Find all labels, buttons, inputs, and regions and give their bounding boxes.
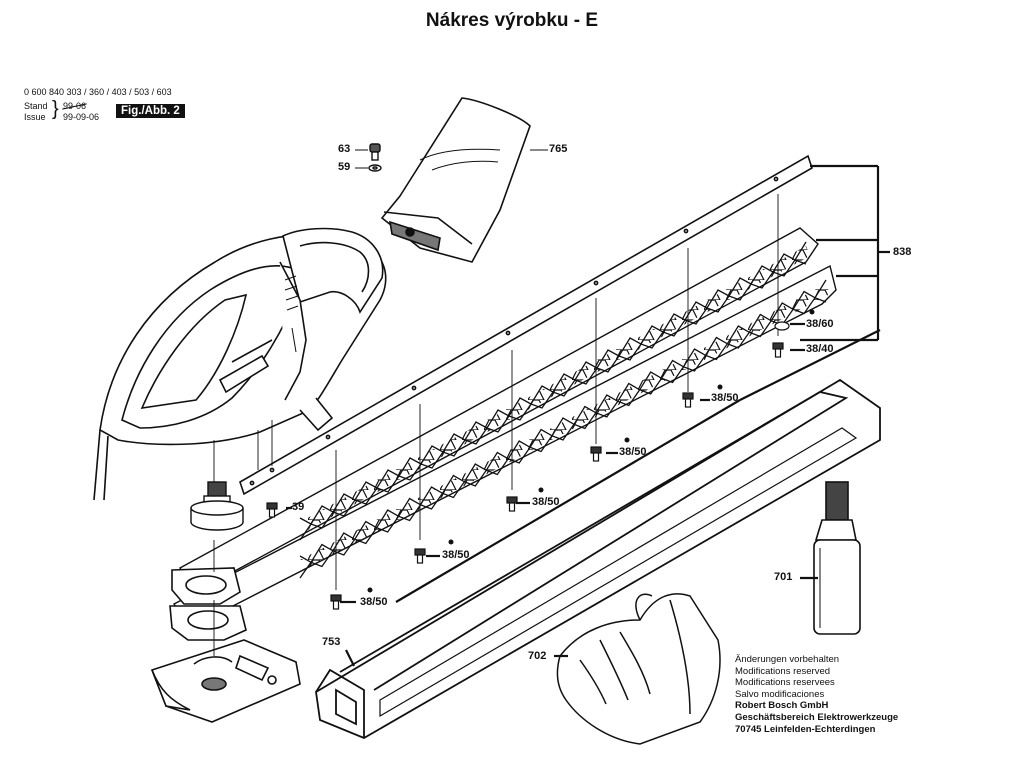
screw-icon xyxy=(332,600,340,610)
stand-label: Stand xyxy=(24,101,48,111)
stand-value: 99-06 xyxy=(63,101,87,111)
note-line: Modifications reservees xyxy=(735,677,835,689)
screw-head xyxy=(590,446,602,454)
callout-63: 63 xyxy=(338,143,351,155)
callout-701: 701 xyxy=(774,571,793,583)
base-plate-icon xyxy=(169,567,247,641)
gear-housing-icon xyxy=(150,639,301,723)
manufacturer-notes: Änderungen vorbehalten Modifications res… xyxy=(735,654,898,735)
screw-head xyxy=(330,594,342,602)
oil-bottle-icon xyxy=(813,481,861,635)
note-line: Salvo modificaciones xyxy=(735,688,825,700)
callout-38-50-d: 38/50 xyxy=(442,549,470,561)
callout-39: 39 xyxy=(292,501,305,513)
callout-838: 838 xyxy=(893,246,912,258)
scabbard-icon xyxy=(315,378,881,740)
callout-59: 59 xyxy=(338,161,351,173)
issue-label: Issue xyxy=(24,112,46,122)
screw-icon xyxy=(684,398,692,408)
company-address: 70745 Leinfelden-Echterdingen xyxy=(735,723,876,735)
part-numbers: 0 600 840 303 / 360 / 403 / 503 / 603 xyxy=(24,87,172,97)
callout-38-40: 38/40 xyxy=(806,343,834,355)
callout-38-50-b: 38/50 xyxy=(619,446,647,458)
screw-icon xyxy=(268,508,276,518)
washer-icon xyxy=(774,321,790,331)
washer-icon xyxy=(368,164,382,172)
company-name: Robert Bosch GmbH xyxy=(735,700,829,712)
company-division: Geschäftsbereich Elektrowerkzeuge xyxy=(735,711,899,723)
screw-head xyxy=(772,342,784,350)
screw-icon xyxy=(508,502,516,512)
callout-38-50-a: 38/50 xyxy=(711,392,739,404)
brace-icon: } xyxy=(52,98,59,120)
screw-icon xyxy=(592,452,600,462)
note-line: Änderungen vorbehalten xyxy=(735,654,840,665)
callout-38-50-e: 38/50 xyxy=(360,596,388,608)
hedge-trimmer-body-icon xyxy=(93,227,387,501)
screw-icon xyxy=(369,143,381,161)
gear-icon xyxy=(190,481,244,531)
callout-702: 702 xyxy=(528,650,547,662)
screw-icon xyxy=(416,554,424,564)
blade-guard-icon xyxy=(380,97,531,263)
screw-head xyxy=(506,496,518,504)
gloves-icon xyxy=(556,593,721,745)
screw-head xyxy=(414,548,426,556)
blade-bar-icon xyxy=(239,154,813,496)
figure-label: Fig./Abb. 2 xyxy=(116,104,185,118)
callout-765: 765 xyxy=(549,143,568,155)
note-line: Modifications reserved xyxy=(735,665,831,677)
callout-753: 753 xyxy=(322,636,341,648)
callout-38-60: 38/60 xyxy=(806,318,834,330)
screw-icon xyxy=(774,348,782,358)
screw-head xyxy=(682,392,694,400)
issue-value: 99-09-06 xyxy=(63,112,100,122)
page-title: Nákres výrobku - E xyxy=(425,10,599,31)
callout-38-50-c: 38/50 xyxy=(532,496,560,508)
screw-head xyxy=(266,502,278,510)
